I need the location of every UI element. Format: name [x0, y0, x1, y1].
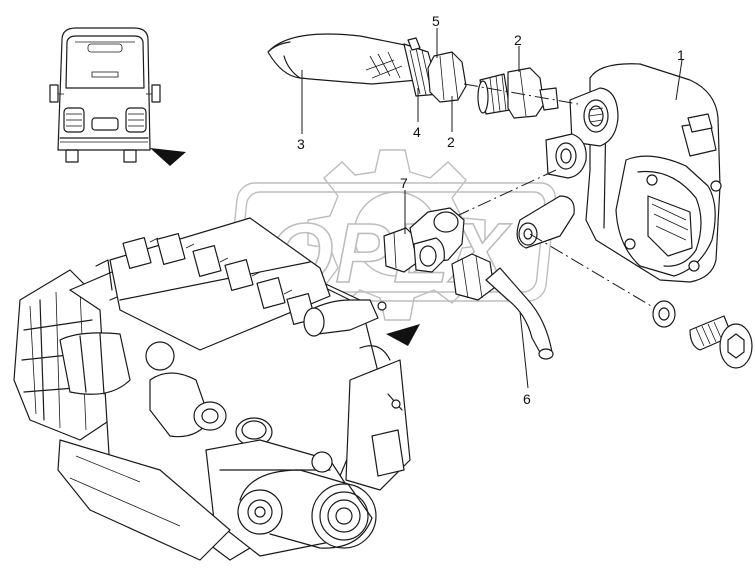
leader-1 — [675, 59, 683, 101]
alignment-line-3 — [529, 233, 669, 317]
callout-4: 4 — [413, 124, 421, 140]
callout-1: 1 — [677, 47, 685, 63]
part-2-adapter-small — [407, 37, 421, 51]
callout-7: 7 — [400, 175, 408, 191]
part-2-threaded-adapter — [477, 67, 559, 119]
part-7-fitting — [383, 207, 465, 273]
callout-2-adapter: 2 — [514, 32, 522, 48]
engine-pointer-arrow — [386, 324, 420, 346]
washer — [652, 300, 676, 328]
part-3-hose — [267, 33, 419, 85]
callout-3: 3 — [297, 136, 305, 152]
callout-6: 6 — [523, 391, 531, 407]
bus-rear-view-icon — [49, 27, 161, 163]
bolt — [689, 315, 753, 369]
leader-6 — [519, 311, 529, 389]
callout-2-small: 2 — [447, 134, 455, 150]
direction-arrow-icon — [150, 148, 186, 166]
alignment-line-1 — [463, 83, 579, 105]
engine-assembly — [13, 217, 411, 561]
part-5-hex-nut — [427, 51, 467, 103]
part-6-hose — [451, 253, 554, 360]
callout-5: 5 — [432, 13, 440, 29]
